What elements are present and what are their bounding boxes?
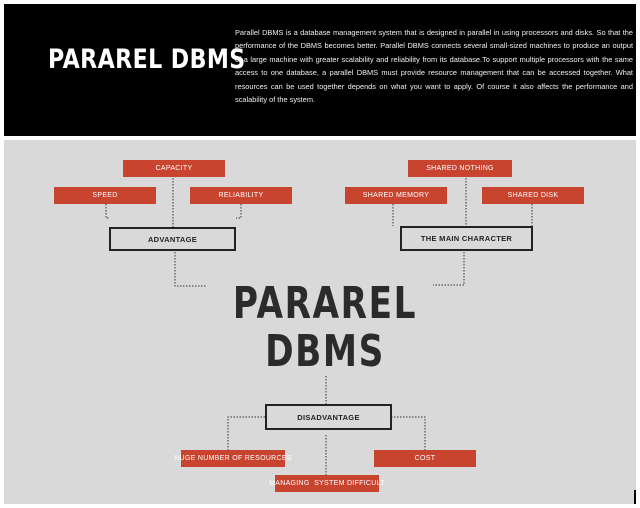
header-banner: PARAREL DBMS Parallel DBMS is a database… (4, 4, 636, 136)
center-title: PARAREL DBMS (228, 280, 423, 376)
main-character-box: THE MAIN CHARACTER (400, 226, 533, 251)
advantage-box: ADVANTAGE (109, 227, 236, 251)
item-shared-nothing: SHARED NOTHING (408, 160, 512, 177)
header-description: Parallel DBMS is a database management s… (235, 28, 633, 105)
connector-speed (105, 204, 109, 219)
connector-huge-resources (227, 416, 265, 450)
item-cost: COST (374, 450, 476, 467)
center-title-line2: DBMS (265, 326, 385, 377)
header-title: PARAREL DBMS (48, 44, 246, 75)
item-shared-disk: SHARED DISK (482, 187, 584, 204)
connector-lines (105, 178, 533, 475)
center-title-line1: PARAREL (232, 278, 418, 329)
disadvantage-box: DISADVANTAGE (265, 404, 392, 430)
diagram-panel: CAPACITY SPEED RELIABILITY ADVANTAGE SHA… (4, 140, 636, 504)
item-speed: SPEED (54, 187, 156, 204)
item-managing-system-difficult: MANAGING SYSTEM DIFFICULT (269, 475, 385, 492)
item-huge-number-of-resources: HUGE NUMBER OF RESOURCES (174, 450, 292, 467)
item-reliability: RELIABILITY (190, 187, 292, 204)
item-capacity: CAPACITY (123, 160, 225, 177)
connector-cost (391, 416, 426, 450)
page-edge-mark (634, 490, 636, 504)
connector-reliability (236, 204, 242, 219)
item-shared-memory: SHARED MEMORY (345, 187, 447, 204)
connector-main-character-center (433, 252, 465, 286)
connector-advantage-center (174, 252, 206, 287)
